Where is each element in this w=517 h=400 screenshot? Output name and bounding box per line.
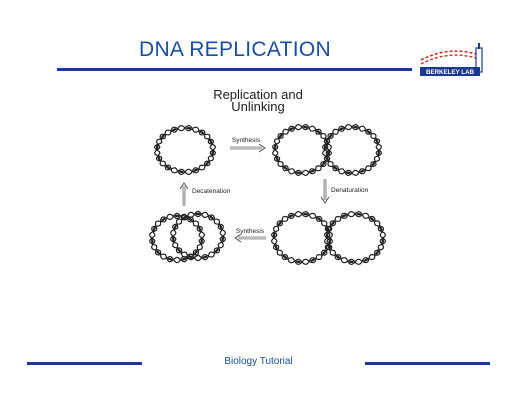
diagram-heading-line1: Replication and [213,87,303,102]
dna-ring-replicating-right [321,123,383,177]
footer-divider-left [27,362,142,365]
step-label-left: Decatenation [192,188,231,195]
dna-catenane-ring-b [170,210,226,262]
slide-title: DNA REPLICATION [139,38,331,61]
decatenation-arrow [179,182,189,206]
step-label-bottom: Synthesis [236,228,265,235]
synthesis-arrow-bottom [234,233,266,243]
footer-text: Biology Tutorial [224,356,293,367]
logo-text: BERKELEY LAB [426,69,475,76]
berkeley-lab-logo-icon: BERKELEY LAB [420,43,483,76]
dna-ring-daughter-left [270,210,334,266]
footer-divider-right [365,362,490,365]
step-label-right: Denaturation [331,187,369,194]
denaturation-arrow [320,179,330,204]
step-label-top: Synthesis [232,137,261,144]
synthesis-arrow-top [230,143,266,153]
dna-ring-daughter-right [323,210,387,266]
title-divider [57,68,412,71]
dna-ring-replicating-left [271,123,333,177]
dna-ring-parent [153,124,217,176]
diagram-heading-line2: Unlinking [231,99,284,114]
